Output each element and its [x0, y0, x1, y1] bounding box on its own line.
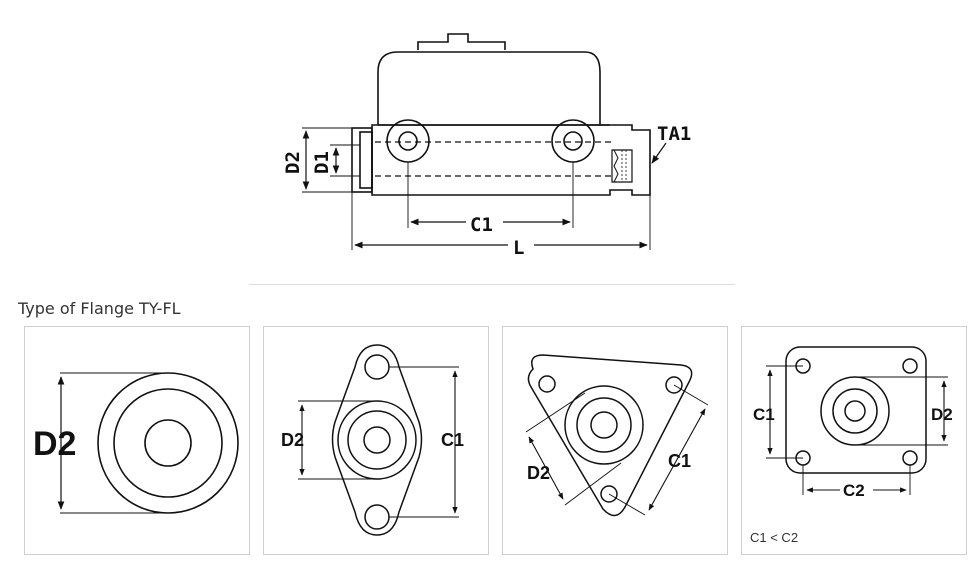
- mount-hole-right: [551, 119, 595, 163]
- cylinder-body: [371, 124, 651, 196]
- flange-panel-four-hole: C1 D2 C2 C1 < C2: [741, 326, 967, 555]
- flange-panel-three-hole: D2 C1: [502, 326, 728, 555]
- flange-note: C1 < C2: [750, 530, 799, 545]
- flange-hole-br: [902, 450, 918, 466]
- flange4-label-d2: D2: [931, 405, 953, 424]
- outlet-thread: [611, 149, 633, 183]
- flange-panel-two-hole: D2 C1: [263, 326, 489, 555]
- flange-bore: [144, 419, 192, 467]
- section-title: Type of Flange TY-FL: [18, 299, 181, 318]
- label-d1: D1: [311, 151, 333, 174]
- label-c1: C1: [470, 214, 493, 236]
- flange-diamond-outline: [331, 344, 423, 536]
- flange3-label-d2: D2: [527, 463, 550, 483]
- left-boss: [351, 127, 373, 193]
- flange-bore: [590, 411, 618, 439]
- flange-hole-bottom: [600, 485, 618, 503]
- divider: [249, 284, 735, 285]
- label-d2: D2: [282, 151, 304, 174]
- flange3-label-c1: C1: [668, 451, 691, 471]
- flange-panel-round: D2: [24, 326, 250, 555]
- flange4-label-c2: C2: [843, 481, 865, 500]
- label-l: L: [513, 237, 524, 259]
- flange2-label-c1: C1: [441, 430, 464, 450]
- flange-hole-tr: [902, 358, 918, 374]
- master-cylinder-drawing: D2 D1 TA1 C1 L: [282, 33, 691, 259]
- flange-outer-ring: [97, 372, 239, 514]
- flange-square-outline: [785, 346, 927, 474]
- flange-bore: [844, 400, 866, 422]
- reservoir-cap: [417, 33, 506, 50]
- reservoir-body: [377, 51, 601, 125]
- flange-hole-top: [364, 354, 390, 380]
- label-ta1: TA1: [657, 123, 691, 145]
- flange-hole-bottom: [364, 504, 390, 530]
- mount-hole-left: [386, 119, 430, 163]
- flange-hole-right: [665, 376, 683, 394]
- flange1-label-d2: D2: [33, 425, 76, 463]
- flange-hole-left: [538, 375, 556, 393]
- flange-bore: [363, 426, 391, 454]
- flange2-label-d2: D2: [281, 430, 304, 450]
- flange4-label-c1: C1: [753, 405, 775, 424]
